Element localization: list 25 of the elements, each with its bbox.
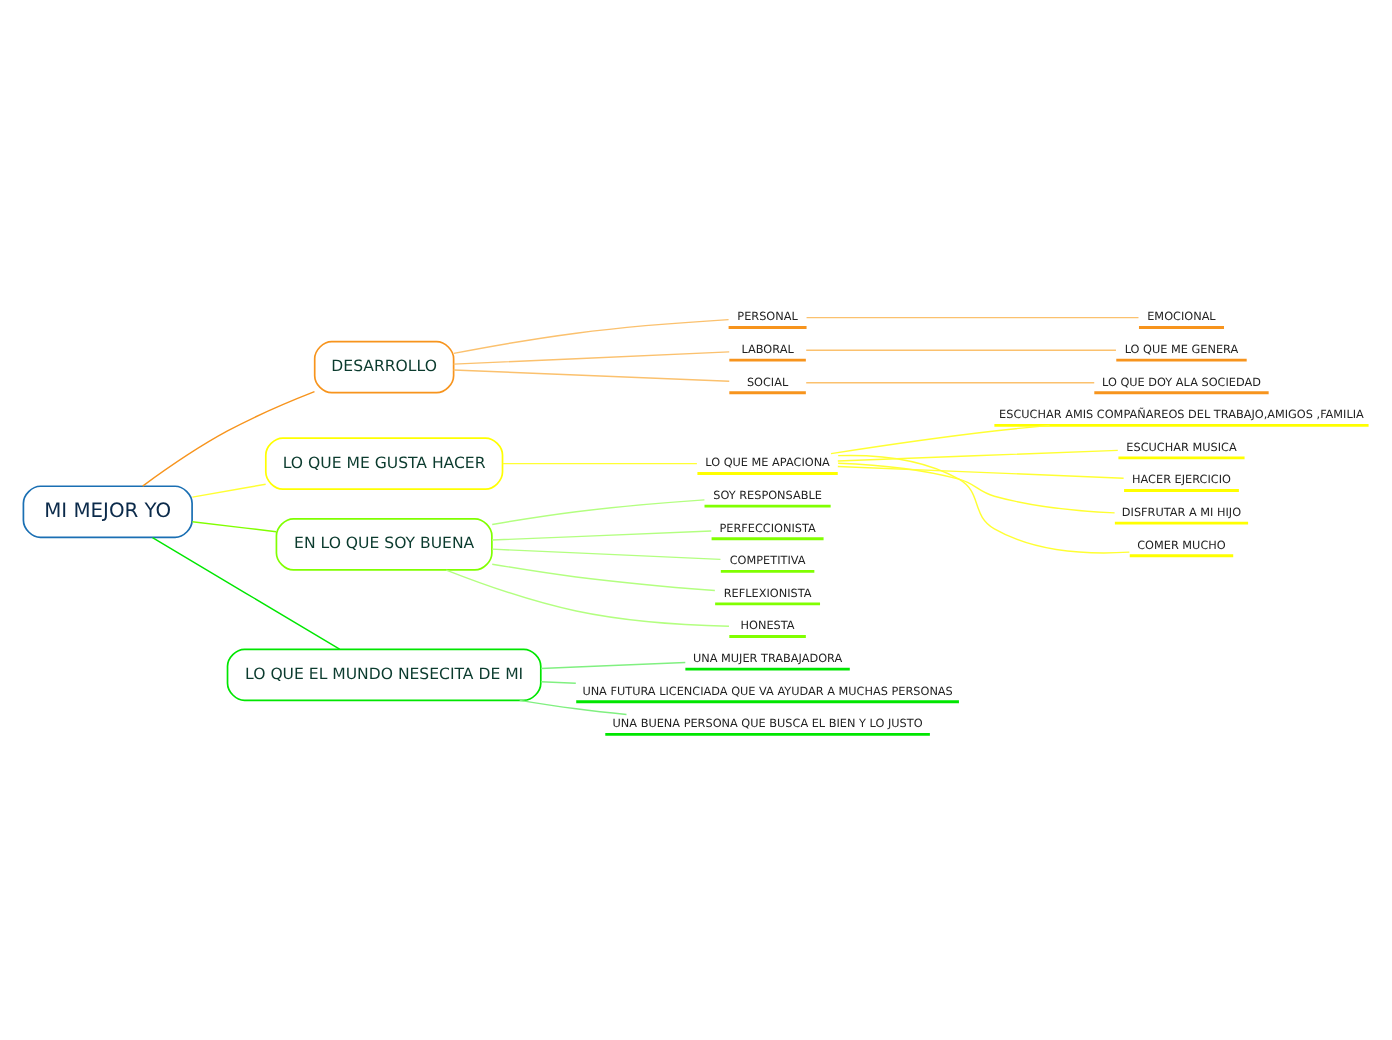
connector [805,381,1095,383]
connector [452,350,730,364]
connector [519,698,628,715]
connector [837,464,1125,478]
connector [491,547,722,560]
connector [830,423,1051,454]
node-box: MI MEJOR YO [22,484,193,538]
connector [540,660,686,669]
connector [491,529,712,540]
connector [502,461,698,464]
connector [191,520,277,532]
connector [805,348,1117,350]
connector [837,461,1116,513]
connector [191,482,267,497]
connector [491,498,706,525]
connector [805,315,1140,318]
connector [141,389,316,486]
connector [453,317,730,354]
connector [837,448,1119,461]
connector [540,680,577,683]
connector [151,535,341,649]
connector [445,568,730,627]
connector [491,562,716,591]
connector [452,368,730,381]
connector [837,453,1131,553]
